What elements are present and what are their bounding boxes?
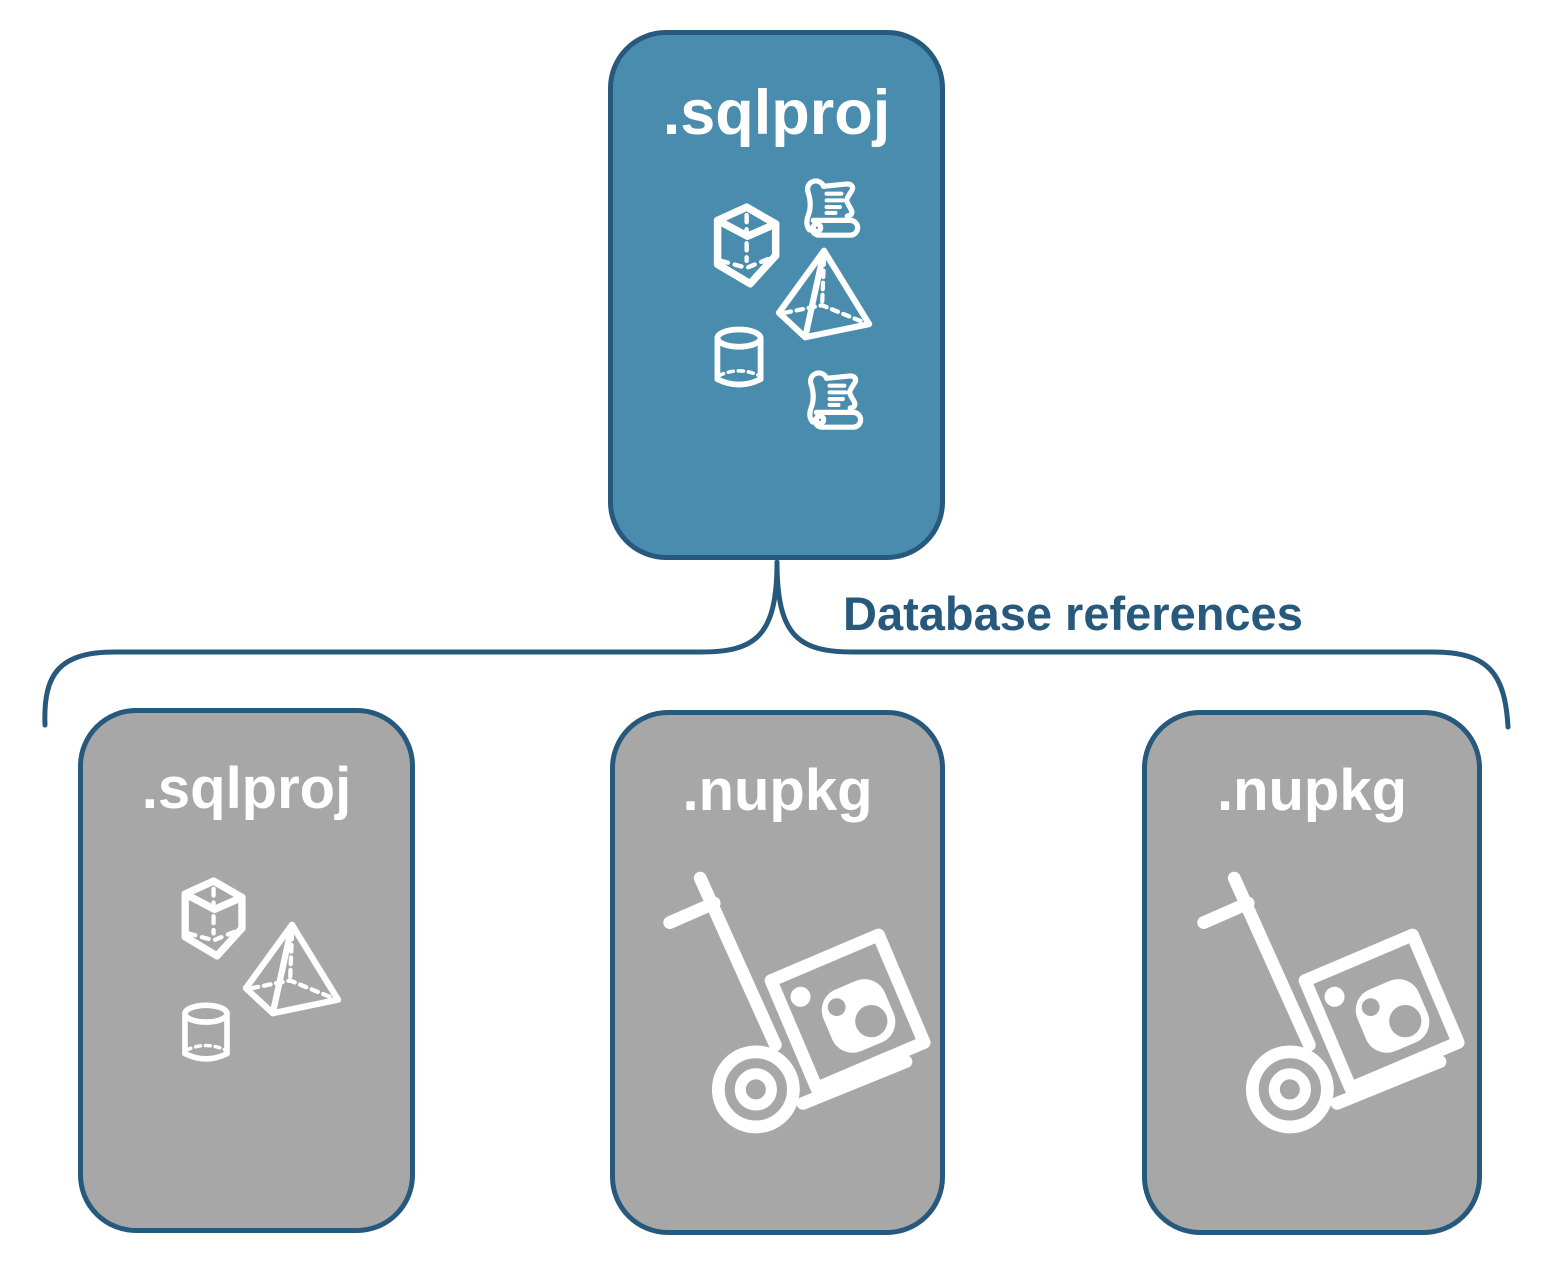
pyramid-icon	[773, 247, 875, 341]
card-title: .nupkg	[682, 758, 873, 823]
sqlproj-reference-card: .sqlproj	[78, 708, 415, 1233]
connector-label: Database references	[843, 587, 1303, 640]
cylinder-icon	[171, 991, 241, 1077]
sqlproj-top-card: .sqlproj	[608, 30, 945, 560]
brace-connector	[42, 559, 1511, 730]
nupkg-reference-card: .nupkg	[1142, 710, 1482, 1235]
nuget-hand-truck-icon	[653, 860, 931, 1152]
cylinder-icon	[703, 315, 775, 403]
card-title: .nupkg	[1216, 758, 1408, 823]
script-scroll-icon	[797, 365, 871, 439]
nupkg-reference-card: .nupkg	[610, 710, 945, 1235]
pyramid-icon	[241, 921, 343, 1017]
script-scroll-icon	[794, 173, 868, 247]
card-title: .sqlproj	[141, 756, 352, 821]
card-title: .sqlproj	[662, 78, 891, 148]
nuget-hand-truck-icon	[1187, 860, 1465, 1152]
